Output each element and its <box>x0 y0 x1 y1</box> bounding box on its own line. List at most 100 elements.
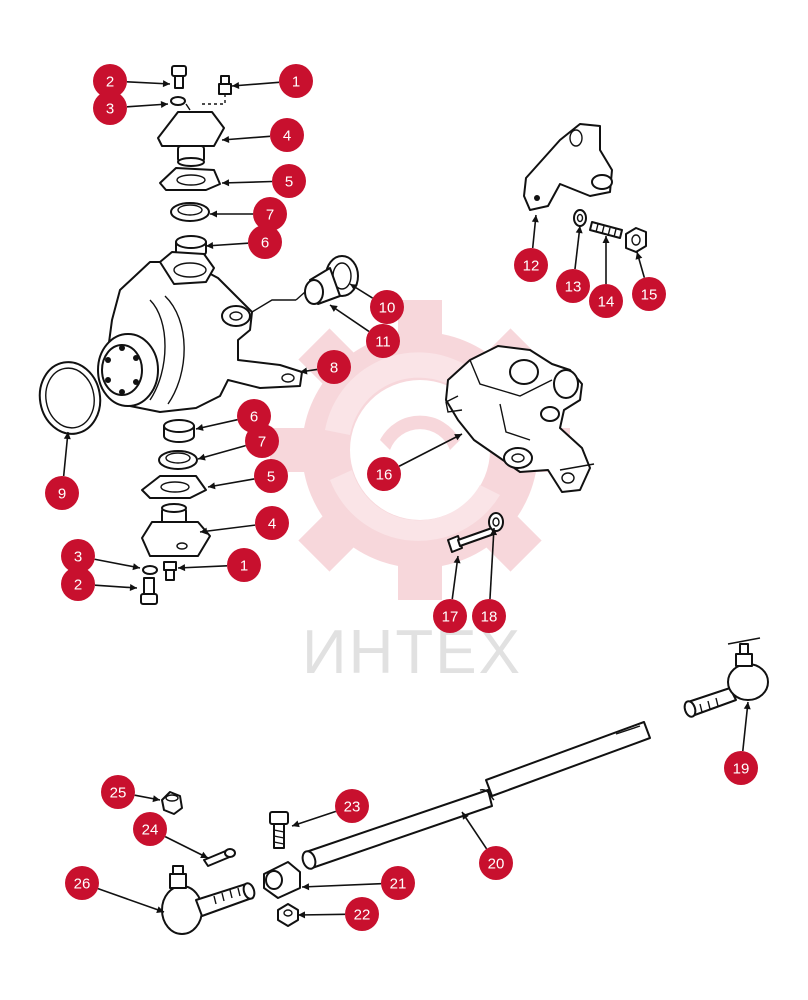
callout-leader-line <box>221 135 271 141</box>
callout-badge <box>335 789 369 823</box>
part-11-bush <box>304 267 341 305</box>
callout-number: 2 <box>106 74 114 91</box>
callout-badge <box>589 284 623 318</box>
part-19-ball-joint-right <box>683 637 769 718</box>
callout-badge <box>61 539 95 573</box>
callout-c15: 15 <box>632 251 666 311</box>
callout-leader-line <box>291 810 337 827</box>
callout-leader-line <box>489 527 495 600</box>
callout-arrowhead <box>350 284 358 291</box>
callout-c6a: 6 <box>205 225 282 259</box>
callout-number: 10 <box>379 300 396 317</box>
callout-number: 1 <box>292 74 300 91</box>
callout-badge <box>245 424 279 458</box>
callout-number: 16 <box>376 467 393 484</box>
callout-leader-line <box>741 701 749 752</box>
callout-c3b: 3 <box>61 539 141 573</box>
callout-arrowhead <box>232 81 240 89</box>
callout-badge <box>248 225 282 259</box>
callout-arrowhead <box>635 252 643 260</box>
callout-badge <box>253 197 287 231</box>
callout-c2a: 2 <box>93 64 171 98</box>
callout-arrowhead <box>454 434 462 441</box>
callout-number: 5 <box>267 469 275 486</box>
callout-badge <box>366 324 400 358</box>
callout-number: 1 <box>240 558 248 575</box>
callout-number: 13 <box>565 279 582 296</box>
callout-leader-line <box>574 225 581 270</box>
part-25-castle-nut <box>161 791 183 815</box>
callout-badge <box>472 599 506 633</box>
callout-c24: 24 <box>133 812 209 859</box>
callout-leader-line <box>94 584 138 589</box>
callout-c21: 21 <box>301 866 415 900</box>
part-5-lower-gasket <box>141 475 207 499</box>
callout-arrowhead <box>160 100 168 108</box>
callout-badge <box>93 64 127 98</box>
callout-arrowhead <box>210 210 217 218</box>
callout-badge <box>270 118 304 152</box>
callout-arrowhead <box>743 702 751 710</box>
callout-arrowhead <box>200 851 208 858</box>
part-3-upper-washer <box>170 96 186 106</box>
callout-arrowhead <box>152 795 160 803</box>
part-7-upper-seal <box>170 202 210 222</box>
callout-c12: 12 <box>514 214 548 282</box>
callout-number: 2 <box>74 577 82 594</box>
callout-badge <box>133 812 167 846</box>
callout-badge <box>61 567 95 601</box>
callout-arrowhead <box>132 563 140 571</box>
callout-badge <box>65 866 99 900</box>
callout-leader-line <box>195 418 238 430</box>
callout-leader-line <box>177 564 228 569</box>
callout-arrowhead <box>298 911 306 919</box>
callout-number: 26 <box>74 876 91 893</box>
callout-leader-line <box>221 180 273 184</box>
callout-arrowhead <box>575 226 583 234</box>
part-1-upper-grease-nipple <box>218 75 232 95</box>
callout-c23: 23 <box>291 789 369 828</box>
part-2-upper-bolt <box>171 65 187 89</box>
part-4-upper-cap <box>157 111 225 167</box>
callout-arrowhead <box>292 820 300 828</box>
callout-arrowhead <box>196 424 204 431</box>
part-22-nut <box>277 903 299 927</box>
callout-arrowhead <box>208 482 216 490</box>
callout-leader-line <box>207 478 255 488</box>
callout-number: 15 <box>641 287 658 304</box>
callout-leader-line <box>398 433 463 467</box>
callout-c25: 25 <box>101 775 161 809</box>
part-6-lower-bush <box>163 419 195 443</box>
callout-badge <box>279 64 313 98</box>
part-8-stub-axle-housing <box>97 251 306 413</box>
callout-c1a: 1 <box>231 64 313 98</box>
callout-leader-line <box>297 913 346 916</box>
callout-arrowhead <box>200 527 208 535</box>
callout-number: 21 <box>390 876 407 893</box>
callout-number: 11 <box>375 334 391 351</box>
callout-c9: 9 <box>45 431 79 510</box>
part-14-bolt <box>589 221 623 239</box>
callout-c1b: 1 <box>177 548 261 582</box>
callout-c5a: 5 <box>221 164 306 198</box>
callout-badge <box>381 866 415 900</box>
callout-c13: 13 <box>556 225 590 303</box>
callout-arrowhead <box>300 367 308 375</box>
callout-c3a: 3 <box>93 91 169 125</box>
part-2-lower-bolt <box>140 577 158 605</box>
callout-number: 6 <box>250 409 258 426</box>
part-16-axle-housing <box>445 345 595 493</box>
callout-badge <box>45 476 79 510</box>
part-21-clamp <box>263 861 301 899</box>
callout-badge <box>433 599 467 633</box>
callout-c11: 11 <box>329 304 400 358</box>
part-26-ball-joint-left <box>161 865 256 935</box>
callout-number: 22 <box>354 907 371 924</box>
callout-c2b: 2 <box>61 567 138 601</box>
callout-number: 7 <box>258 434 266 451</box>
callout-c19: 19 <box>724 701 758 785</box>
callout-badge <box>227 548 261 582</box>
